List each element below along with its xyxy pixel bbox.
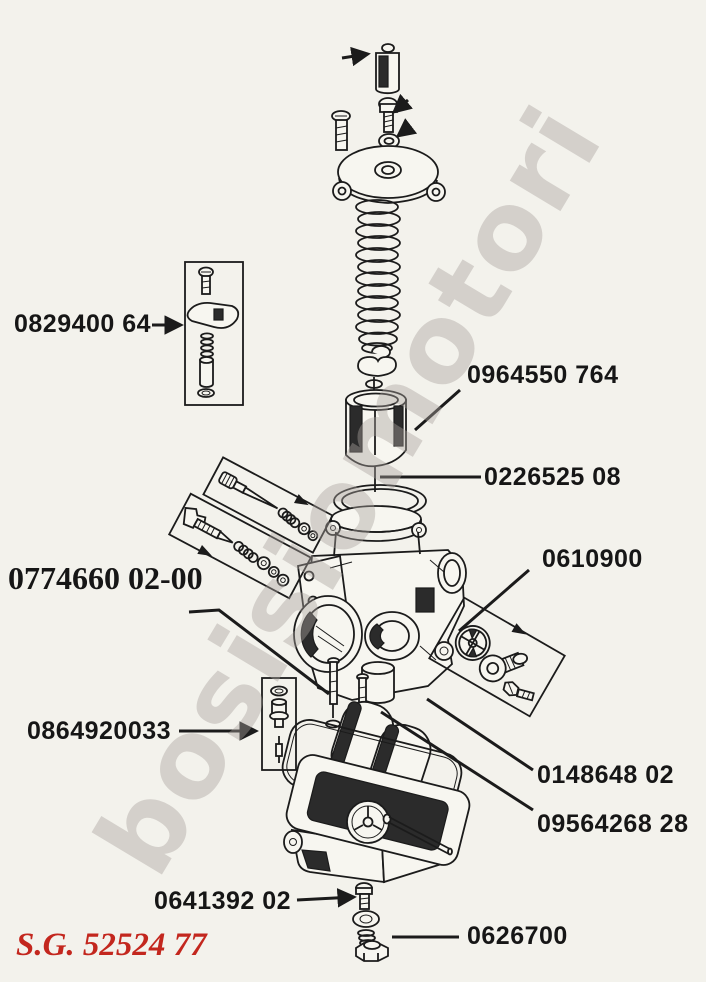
part-label-float-set: 09564268 28: [537, 810, 689, 838]
float-bowl: [283, 754, 471, 884]
needle-retainer: [357, 345, 397, 392]
callout-lines: [152, 315, 534, 939]
starter-lever-inset-box: [184, 261, 244, 406]
cable-adjuster: [341, 43, 400, 95]
part-label-main-jet: 0148648 02: [537, 761, 675, 789]
throttle-valve-slide: [345, 389, 407, 492]
drain-screw-part: [355, 882, 373, 910]
drain-washer: [352, 910, 380, 928]
part-label-jet-needle: 0226525 08: [484, 463, 622, 491]
float-needle-inset-box: [261, 677, 297, 771]
part-label-float-needle: 0864920033: [27, 717, 172, 745]
part-label-starter-lever: 0829400 64: [14, 310, 152, 338]
part-label-adjuster-nut: 0626700: [467, 922, 568, 950]
catalog-code: S.G. 52524 77: [16, 927, 207, 963]
adjuster-screw: [378, 93, 413, 133]
adjuster-nut-part: [355, 929, 389, 962]
fuel-inlet-inset-box: [428, 596, 566, 718]
throttle-stop-inset-box: [167, 492, 313, 600]
part-label-drain-screw: 0641392 02: [154, 887, 292, 915]
part-label-fuel-inlet: 0610900: [542, 545, 643, 573]
carburetor-body: [293, 505, 467, 704]
cap-screw: [331, 110, 351, 151]
part-label-throttle-valve: 0964550 764: [467, 361, 619, 389]
throttle-spring: [355, 199, 401, 354]
lock-nut: [378, 118, 418, 149]
part-label-body-assembly: 0774660 02-00: [8, 560, 203, 596]
air-screw-inset-box: [202, 456, 334, 554]
top-cap: [332, 145, 446, 204]
float-hinge-pin: [382, 813, 453, 856]
